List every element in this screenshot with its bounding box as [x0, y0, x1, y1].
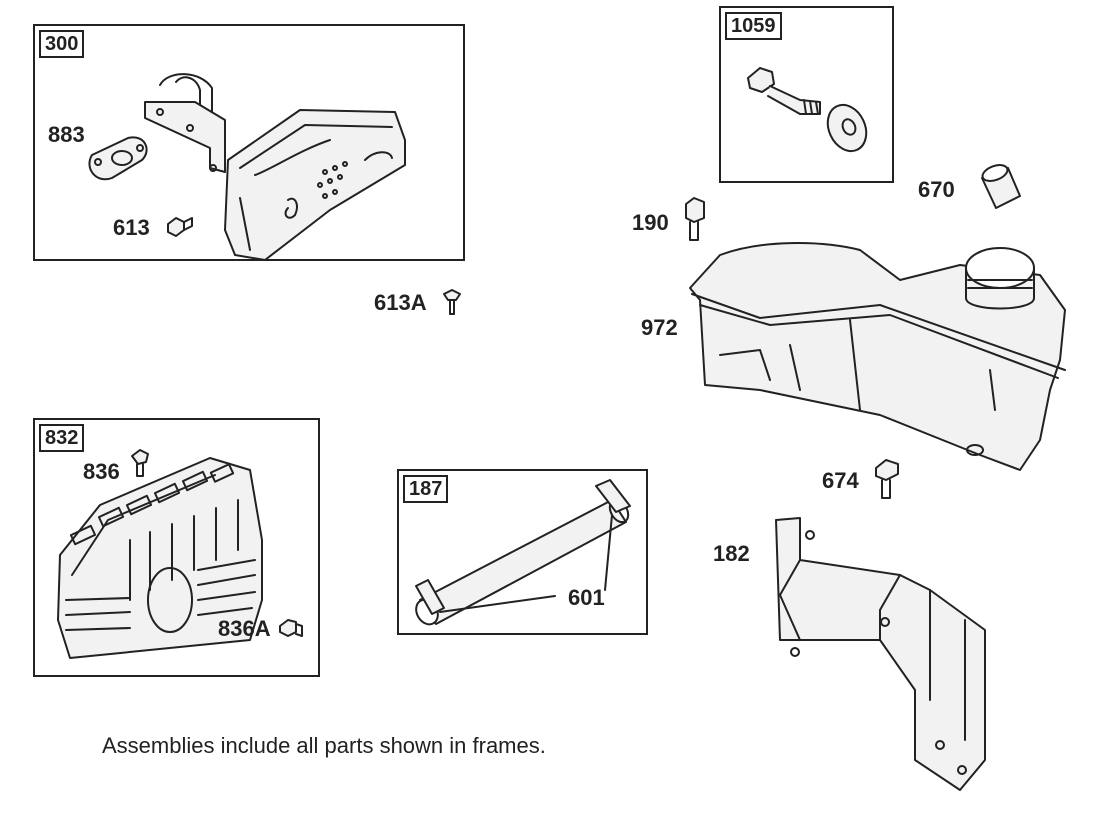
frame-muffler-assembly: 300 — [33, 24, 465, 261]
frame-guard-assembly: 832 — [33, 418, 320, 677]
clamp-part — [415, 479, 631, 615]
label-836a: 836A — [218, 616, 271, 641]
guard-part — [57, 457, 263, 659]
label-972: 972 — [641, 315, 678, 340]
frame-label-832: 832 — [39, 424, 85, 452]
screw-190-part — [685, 197, 705, 241]
frame-bolt-washer-kit: 1059 — [719, 6, 894, 183]
bolt-part — [747, 67, 821, 115]
muffler-part — [144, 73, 406, 261]
bracket-part — [775, 517, 986, 791]
frame-label-1059: 1059 — [725, 12, 782, 40]
label-613a: 613A — [374, 290, 427, 315]
label-613: 613 — [113, 215, 150, 240]
spacer-part — [981, 164, 1021, 209]
screw-836-part — [131, 449, 149, 477]
gasket-part — [88, 136, 148, 181]
label-190: 190 — [632, 210, 669, 235]
label-883: 883 — [48, 122, 85, 147]
screw-613-part — [167, 217, 193, 237]
frame-tube-assembly: 187 — [397, 469, 648, 635]
fuel-tank-part — [689, 242, 1066, 471]
frame-label-187: 187 — [403, 475, 449, 503]
label-836: 836 — [83, 459, 120, 484]
washer-part — [826, 103, 868, 153]
label-674: 674 — [822, 468, 859, 493]
screw-836a-part — [279, 619, 303, 637]
screw-613a-part — [443, 289, 461, 315]
label-601: 601 — [568, 585, 605, 610]
footnote: Assemblies include all parts shown in fr… — [102, 733, 546, 758]
label-182: 182 — [713, 541, 750, 566]
label-670: 670 — [918, 177, 955, 202]
screw-674-part — [875, 459, 899, 499]
frame-label-300: 300 — [39, 30, 85, 58]
